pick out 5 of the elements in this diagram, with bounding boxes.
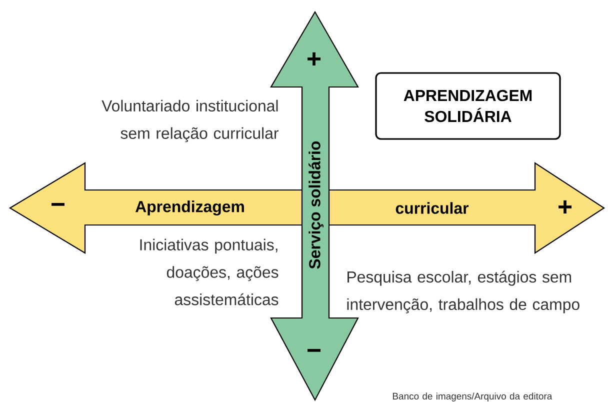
quadrant-text: Voluntariado institucional sem relação curricular bbox=[102, 100, 278, 142]
title-box: APRENDIZAGEM SOLIDÁRIA bbox=[375, 72, 561, 140]
credit-text: Banco de imagens/Arquivo da editora bbox=[393, 392, 552, 402]
quadrant-text: Iniciativas pontuais, doações, ações assistemáticas bbox=[140, 238, 278, 306]
quadrant-text: Pesquisa escolar, estágios sem intervenção, trabalhos de campo bbox=[347, 270, 580, 314]
